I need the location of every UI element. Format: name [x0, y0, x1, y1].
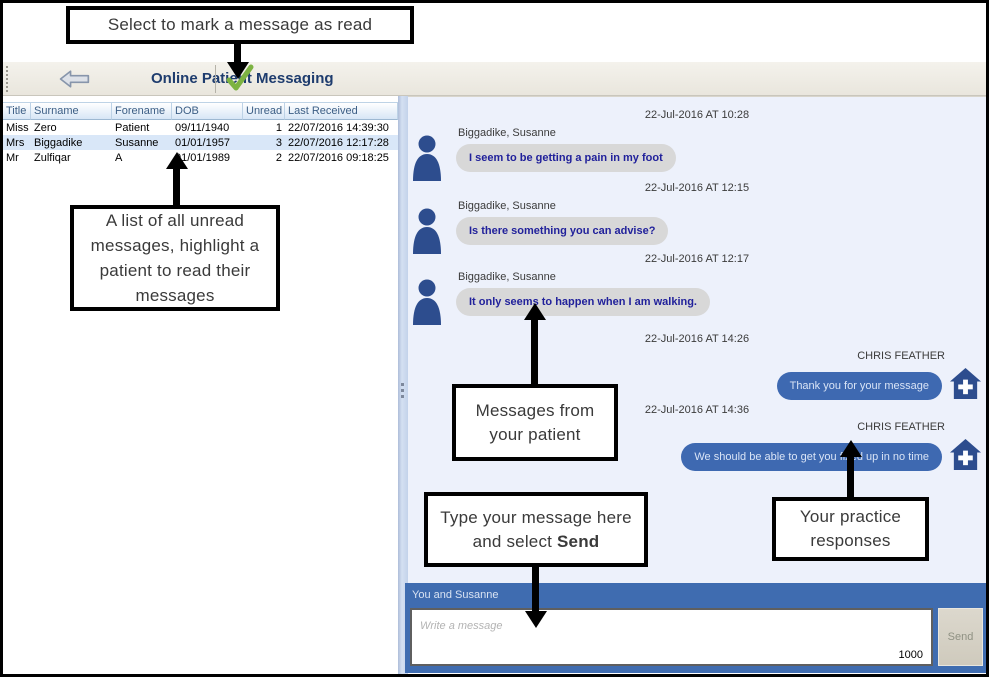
message-sender: Biggadike, Susanne	[458, 200, 556, 212]
callout-bold-text: Send	[557, 531, 600, 551]
cell-last-received: 22/07/2016 14:39:30	[288, 121, 389, 134]
cell-dob: 09/11/1940	[175, 121, 230, 134]
patient-avatar-icon	[410, 279, 444, 330]
cell-surname: Biggadike	[31, 135, 112, 150]
callout-type-message: Type your message here and select Send	[424, 492, 648, 567]
cell-surname: Zero	[34, 121, 57, 134]
message-sender: CHRIS FEATHER	[857, 421, 945, 433]
cell-forename: Patient	[115, 121, 150, 134]
send-button[interactable]: Send	[938, 608, 983, 666]
message-bubble: We should be able to get you fixed up in…	[681, 443, 942, 471]
message-bubble: It only seems to happen when I am walkin…	[456, 288, 710, 316]
patient-avatar-icon	[410, 208, 444, 259]
message-bubble: I seem to be getting a pain in my foot	[456, 144, 676, 172]
callout-text: Type your message here and select	[440, 507, 632, 551]
chat-message-incoming: 22-Jul-2016 AT 12:17 Biggadike, Susanne …	[408, 251, 986, 325]
message-sender: CHRIS FEATHER	[857, 350, 945, 362]
table-header-row: Title Surname Forename DOB Unread Last R…	[3, 102, 398, 120]
table-row-selected[interactable]: Mrs Biggadike Susanne 01/01/1957 3 22/07…	[3, 135, 398, 150]
practice-house-icon	[949, 367, 982, 405]
patient-table: Title Surname Forename DOB Unread Last R…	[3, 102, 398, 165]
cell-last-received: 22/07/2016 09:18:25	[288, 151, 389, 164]
patient-list-panel: Title Surname Forename DOB Unread Last R…	[3, 96, 398, 674]
splitter-grip-icon	[401, 380, 405, 401]
cell-surname: Zulfiqar	[34, 151, 71, 164]
back-button[interactable]	[55, 69, 95, 91]
column-header-last-received[interactable]: Last Received	[285, 102, 398, 120]
column-header-surname[interactable]: Surname	[31, 102, 112, 120]
chat-message-incoming: 22-Jul-2016 AT 10:28 Biggadike, Susanne …	[408, 107, 986, 181]
column-header-title[interactable]: Title	[3, 102, 31, 120]
back-arrow-icon	[57, 70, 93, 92]
message-input[interactable]	[410, 608, 933, 666]
message-sender: Biggadike, Susanne	[458, 271, 556, 283]
cell-forename: A	[115, 151, 123, 164]
message-bubble: Thank you for your message	[776, 372, 942, 400]
callout-practice-responses: Your practice responses	[772, 497, 929, 561]
chat-message-incoming: 22-Jul-2016 AT 12:15 Biggadike, Susanne …	[408, 180, 986, 254]
cell-unread: 3	[243, 135, 285, 150]
patient-avatar-icon	[410, 135, 444, 186]
toolbar-grip	[6, 66, 8, 92]
composer-bar: You and Susanne 1000 Send	[405, 583, 986, 673]
column-header-forename[interactable]: Forename	[112, 102, 172, 120]
chat-message-outgoing: 22-Jul-2016 AT 14:36 CHRIS FEATHER We sh…	[408, 402, 986, 476]
column-header-unread[interactable]: Unread	[243, 102, 285, 120]
callout-patient-messages: Messages from your patient	[452, 384, 618, 461]
cell-dob: 01/01/1989	[175, 151, 231, 164]
toolbar-separator	[215, 65, 216, 93]
cell-title: Mr	[6, 151, 19, 164]
message-timestamp: 22-Jul-2016 AT 14:26	[644, 333, 750, 345]
message-timestamp: 22-Jul-2016 AT 12:17	[644, 253, 750, 265]
message-bubble: Is there something you can advise?	[456, 217, 669, 245]
chat-message-outgoing: 22-Jul-2016 AT 14:26 CHRIS FEATHER Thank…	[408, 331, 986, 405]
cell-dob: 01/01/1957	[172, 135, 243, 150]
table-row[interactable]: Mr Zulfiqar A 01/01/1989 2 22/07/2016 09…	[3, 150, 398, 165]
cell-title: Miss	[6, 121, 29, 134]
cell-unread: 1	[275, 121, 282, 134]
message-timestamp: 22-Jul-2016 AT 12:15	[644, 182, 750, 194]
callout-mark-read: Select to mark a message as read	[66, 6, 414, 44]
table-row[interactable]: Miss Zero Patient 09/11/1940 1 22/07/201…	[3, 120, 398, 135]
cell-unread: 2	[275, 151, 282, 164]
char-count: 1000	[898, 649, 923, 661]
cell-forename: Susanne	[112, 135, 172, 150]
message-timestamp: 22-Jul-2016 AT 14:36	[644, 404, 750, 416]
cell-title: Mrs	[3, 135, 31, 150]
practice-house-icon	[949, 438, 982, 476]
conversation-title: You and Susanne	[412, 589, 499, 601]
panel-splitter[interactable]	[398, 96, 408, 674]
cell-last-received: 22/07/2016 12:17:28	[285, 135, 398, 150]
toolbar: Online Patient Messaging	[3, 62, 986, 96]
message-timestamp: 22-Jul-2016 AT 10:28	[644, 109, 750, 121]
column-header-dob[interactable]: DOB	[172, 102, 243, 120]
callout-unread-list: A list of all unread messages, highlight…	[70, 205, 280, 311]
mark-read-check-icon	[225, 64, 255, 95]
message-sender: Biggadike, Susanne	[458, 127, 556, 139]
